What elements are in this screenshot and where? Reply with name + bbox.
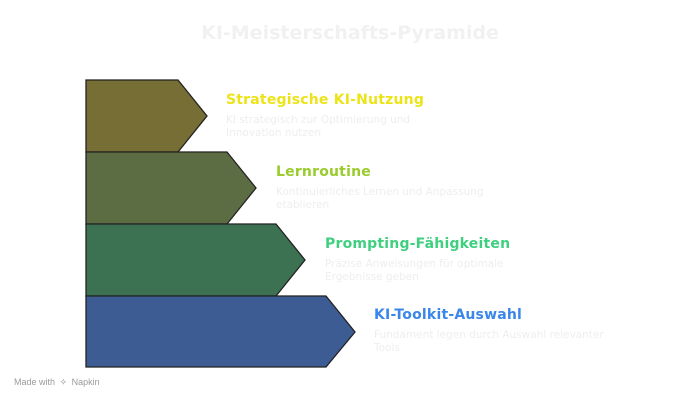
level-4-heading: KI-Toolkit-Auswahl — [374, 307, 523, 323]
diagram-title: KI-Meisterschafts-Pyramide — [201, 22, 499, 44]
level-4-description: Fundament legen durch Auswahl relevanter… — [374, 329, 604, 354]
pyramid-level-1-shape — [85, 79, 208, 153]
level-3-description: Präzise Anweisungen für optimale Ergebni… — [325, 258, 504, 283]
made-with-text: Made with — [14, 377, 56, 387]
pyramid-level-2-shape — [85, 151, 257, 225]
level-2-label: Lernroutine Kontinuierliches Lernen und … — [276, 164, 501, 212]
made-with-napkin[interactable]: Made with ✧ Napkin — [14, 377, 100, 388]
level-2-description: Kontinuierliches Lernen und Anpassung et… — [276, 186, 484, 211]
pyramid-level-3-shape — [85, 223, 306, 297]
level-2-heading: Lernroutine — [276, 164, 371, 180]
level-1-heading: Strategische KI-Nutzung — [226, 92, 425, 108]
pyramid-level-4-shape — [85, 295, 356, 368]
napkin-logo-icon: ✧ — [59, 377, 68, 387]
level-1-label: Strategische KI-Nutzung KI strategisch z… — [226, 92, 426, 140]
level-3-heading: Prompting-Fähigkeiten — [325, 236, 511, 252]
level-4-label: KI-Toolkit-Auswahl Fundament legen durch… — [374, 307, 624, 355]
level-1-description: KI strategisch zur Optimierung und Innov… — [226, 114, 411, 139]
napkin-brand: Napkin — [71, 377, 100, 387]
level-3-label: Prompting-Fähigkeiten Präzise Anweisunge… — [325, 236, 525, 284]
